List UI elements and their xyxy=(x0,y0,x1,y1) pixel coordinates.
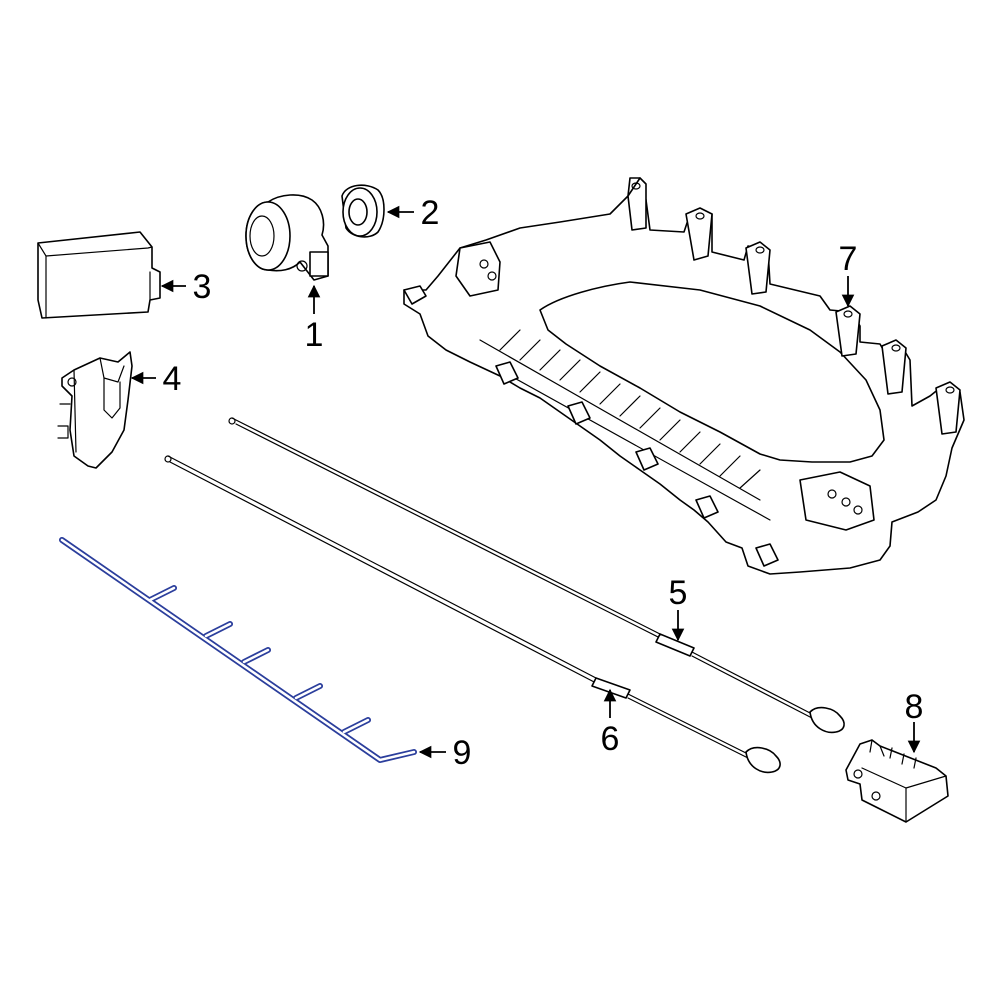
callout-7[interactable]: 7 xyxy=(839,240,858,278)
part-7-bumper-carrier[interactable] xyxy=(403,177,965,575)
callout-5[interactable]: 5 xyxy=(669,574,688,612)
part-8-module[interactable] xyxy=(845,739,949,823)
callout-4[interactable]: 4 xyxy=(163,360,182,398)
leader-lines xyxy=(130,205,921,759)
part-2-sensor-bezel[interactable] xyxy=(341,184,385,238)
callout-8[interactable]: 8 xyxy=(905,688,924,726)
part-6-cable[interactable] xyxy=(164,455,781,774)
part-5-cable[interactable] xyxy=(228,417,845,734)
callout-9[interactable]: 9 xyxy=(453,734,472,772)
callout-2[interactable]: 2 xyxy=(421,194,440,232)
part-9-wiring-harness[interactable] xyxy=(59,537,417,763)
callout-6[interactable]: 6 xyxy=(601,720,620,758)
part-3-control-module[interactable] xyxy=(37,231,161,319)
callout-labels: 1 2 3 4 5 6 7 8 9 xyxy=(163,194,924,772)
callout-3[interactable]: 3 xyxy=(193,268,212,306)
callout-1[interactable]: 1 xyxy=(305,316,324,354)
part-4-sensor-bracket[interactable] xyxy=(57,351,133,469)
part-1-parking-sensor[interactable] xyxy=(245,194,329,281)
